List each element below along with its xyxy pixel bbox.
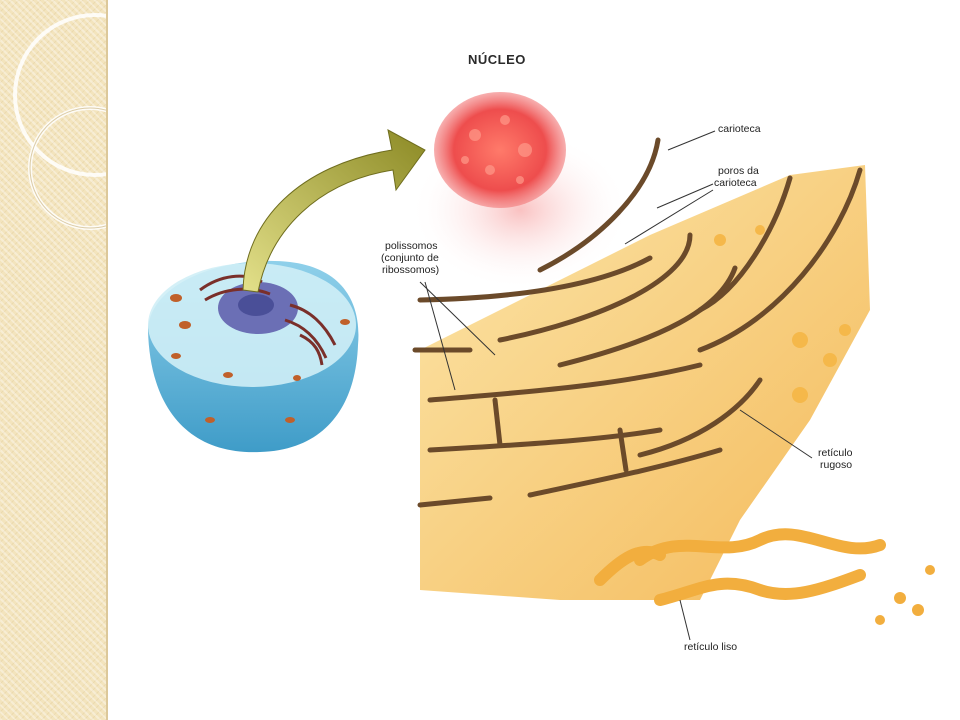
endoplasmic-reticulum-illustration	[412, 137, 935, 625]
label-polissomos-line2: (conjunto de	[381, 252, 439, 264]
decorative-sidebar	[0, 0, 108, 720]
nucleus-illustration	[410, 92, 630, 290]
label-polissomos-line1: polissomos	[385, 240, 438, 252]
label-poros-line2: carioteca	[714, 177, 757, 189]
label-leader-lines	[419, 130, 813, 641]
label-reticulo-liso: retículo liso	[684, 641, 738, 653]
nucleus-title: NÚCLEO	[468, 52, 526, 67]
label-reticulo-rugoso-line2: rugoso	[820, 459, 853, 471]
cell-illustration	[148, 260, 359, 453]
label-carioteca: carioteca	[718, 123, 761, 135]
sidebar-ring-decoration	[13, 13, 106, 230]
cell-diagram	[148, 92, 935, 641]
label-polissomos-line3: ribossomos)	[382, 264, 440, 276]
zoom-arrow	[242, 129, 426, 293]
label-poros-line1: poros da	[718, 165, 759, 177]
label-reticulo-rugoso-line1: retículo	[818, 447, 853, 459]
